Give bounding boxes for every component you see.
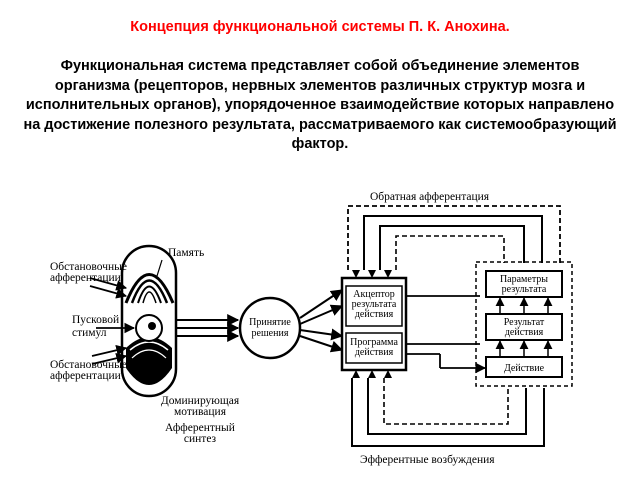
situational-afferent-bottom-label-line: афферентации: [50, 370, 121, 382]
acceptor-label-line: результата: [352, 299, 397, 310]
trigger-stimulus-label-line: стимул: [72, 327, 107, 339]
decision-label-line: Принятие: [249, 317, 291, 328]
action-result-label-line: Результат: [504, 317, 545, 328]
memory-label: Память: [168, 247, 204, 259]
dominant-motivation-label-line: мотивация: [174, 406, 227, 418]
afferent-synthesis-label-line: Афферентный: [165, 422, 235, 434]
program-label-line: действия: [355, 347, 394, 358]
situational-afferent-top-label-line: афферентации: [50, 272, 121, 284]
acceptor-program-block: [340, 270, 408, 378]
feedback-afferentation-loops: [347, 205, 561, 270]
feedback-label: Обратная афферентация: [370, 191, 490, 203]
afferent-synthesis-label-line: синтез: [184, 433, 217, 445]
result-params-label-line: Параметры: [500, 274, 548, 285]
dominant-motivation-label-line: Доминирующая: [161, 395, 240, 407]
slide-body-text: Функциональная система представляет собо…: [23, 58, 617, 152]
result-column-frame: [475, 261, 573, 387]
result-params-box: [485, 270, 563, 298]
program-label-line: Программа: [350, 337, 398, 348]
efferent-excitation-loops: [351, 378, 545, 447]
acceptor-to-result-arrows: [406, 295, 487, 374]
efferent-label: Эфферентные возбуждения: [360, 454, 495, 466]
action-result-label-line: действия: [505, 327, 544, 338]
slide-title: Концепция функциональной системы П. К. А…: [130, 19, 510, 35]
decision-label-line: решения: [252, 328, 289, 339]
decision-to-acceptor-arrows: [299, 289, 344, 353]
synthesis-to-decision-arrows: [176, 314, 240, 342]
afferent-synthesis-block: [120, 244, 178, 398]
result-column-arrows: [495, 297, 553, 357]
result-params-label-line: результата: [502, 284, 547, 295]
action-label-line: Действие: [504, 363, 545, 374]
action-label: Действие: [504, 363, 545, 374]
situational-afferent-arrows: [89, 277, 136, 365]
trigger-stimulus-label-line: Пусковой: [72, 314, 119, 326]
decision-circle: [238, 296, 302, 360]
situational-afferent-top-label-line: Обстановочные: [50, 261, 127, 273]
acceptor-label-line: действия: [355, 309, 394, 320]
acceptor-label-line: Акцептор: [353, 289, 394, 300]
anokhin-functional-system-diagram: Обратная афферентация Память Обстановочн…: [50, 191, 573, 466]
situational-afferent-bottom-label-line: Обстановочные: [50, 359, 127, 371]
